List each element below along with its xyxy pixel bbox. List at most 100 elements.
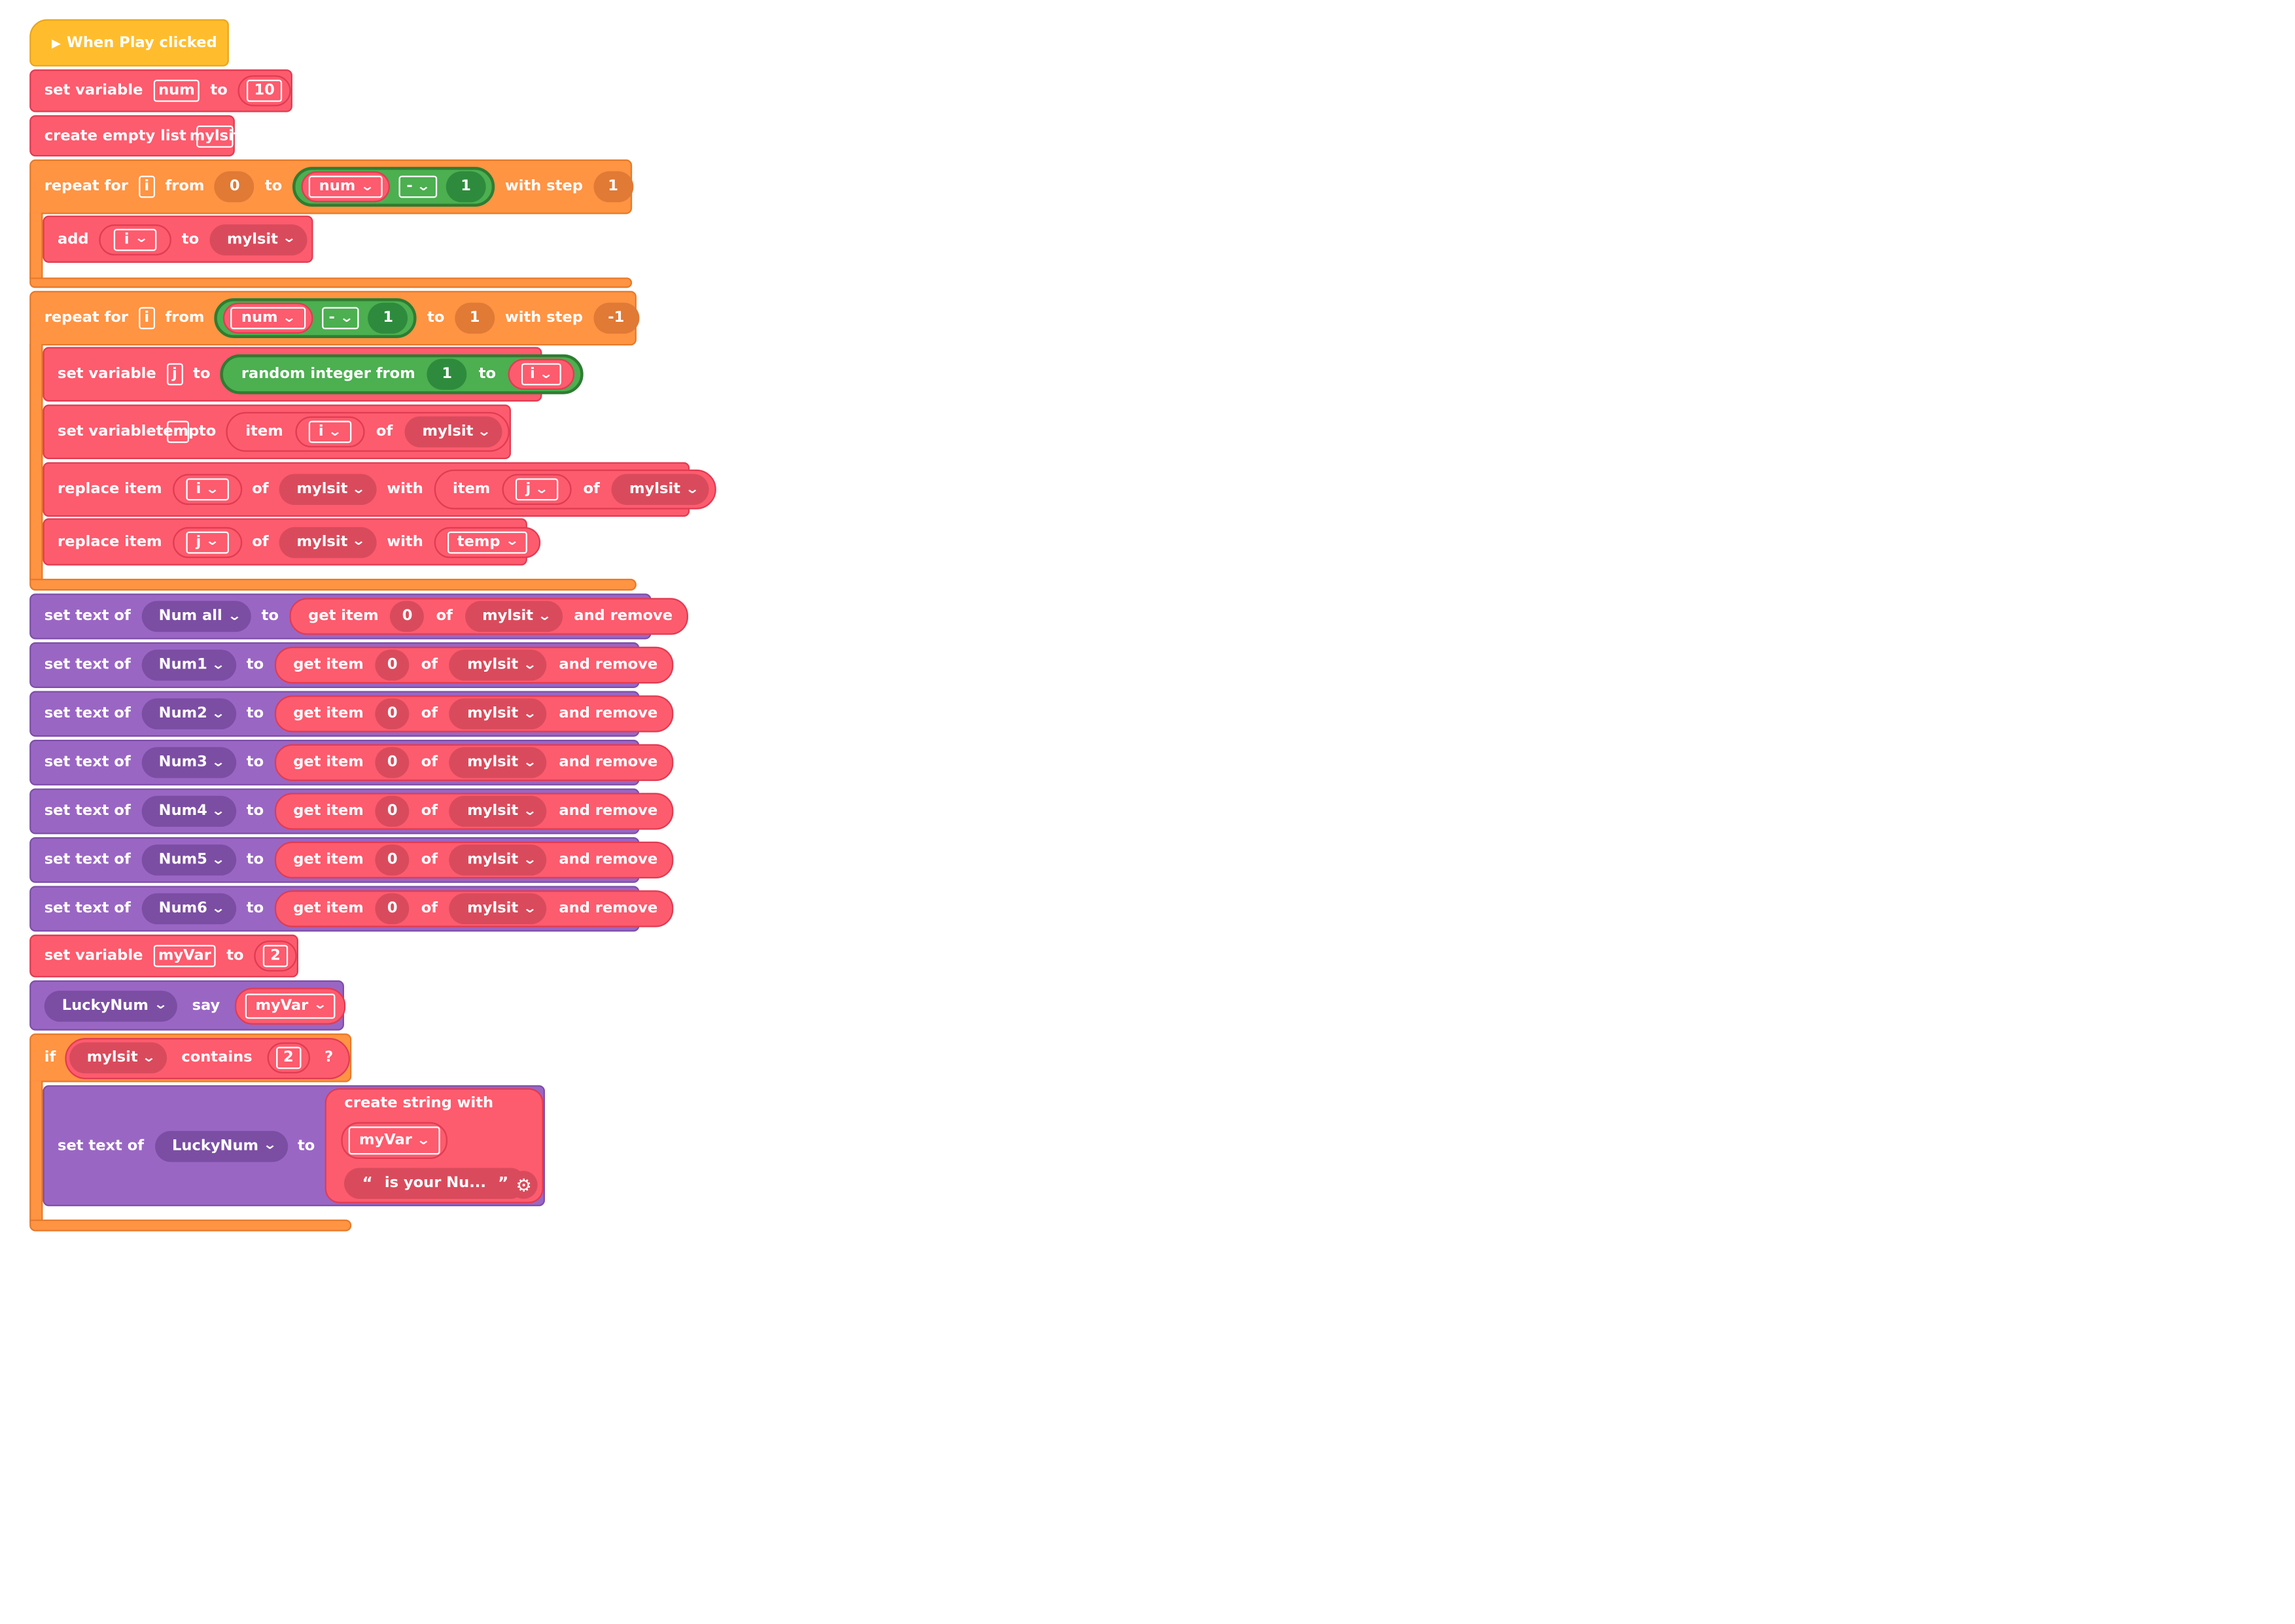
number-field[interactable]: 1 bbox=[446, 171, 486, 203]
list-item-block[interactable]: item j⌄ of mylsit⌄ bbox=[433, 469, 717, 510]
set-text-num2-block[interactable]: set text of Num2⌄ to get item 0 of mylsi… bbox=[29, 691, 674, 737]
list-dropdown[interactable]: mylsit⌄ bbox=[449, 844, 548, 876]
list-item-block[interactable]: item i⌄ of mylsit⌄ bbox=[226, 411, 510, 452]
variable-dropdown[interactable]: j⌄ bbox=[515, 478, 559, 501]
loop-variable-field[interactable]: i bbox=[138, 175, 155, 198]
variable-dropdown[interactable]: num⌄ bbox=[308, 175, 383, 198]
get-item-remove-block[interactable]: get item 0 of mylsit⌄ and remove bbox=[273, 890, 674, 927]
variable-getter[interactable]: num⌄ bbox=[223, 302, 313, 334]
index-number-field[interactable]: 0 bbox=[375, 795, 410, 827]
list-dropdown[interactable]: mylsit⌄ bbox=[69, 1042, 167, 1074]
list-dropdown[interactable]: mylsit⌄ bbox=[279, 526, 377, 558]
variable-dropdown[interactable]: temp⌄ bbox=[446, 530, 528, 553]
add-item-block[interactable]: add i⌄ to mylsit⌄ bbox=[43, 215, 313, 263]
number-field[interactable]: 10 bbox=[247, 79, 283, 102]
component-dropdown[interactable]: Num1⌄ bbox=[141, 649, 237, 681]
variable-name-field[interactable]: temp bbox=[156, 421, 199, 443]
variable-dropdown[interactable]: i⌄ bbox=[113, 228, 157, 251]
variable-getter[interactable]: i⌄ bbox=[172, 474, 242, 506]
replace-item-block-2[interactable]: replace item j⌄ of mylsit⌄ with temp⌄ bbox=[43, 518, 541, 566]
variable-getter[interactable]: i⌄ bbox=[99, 223, 171, 255]
component-dropdown[interactable]: Num2⌄ bbox=[141, 698, 237, 730]
step-number-field[interactable]: -1 bbox=[593, 302, 639, 334]
lucky-say-block[interactable]: LuckyNum⌄ say myVar⌄ bbox=[29, 980, 346, 1031]
text-literal-field[interactable]: “ is your Nu... ” bbox=[344, 1167, 527, 1200]
index-number-field[interactable]: 0 bbox=[375, 747, 410, 778]
variable-getter[interactable]: i⌄ bbox=[508, 358, 574, 390]
component-dropdown[interactable]: Num4⌄ bbox=[141, 795, 237, 827]
number-field[interactable]: 2 bbox=[275, 1046, 302, 1069]
variable-name-field[interactable]: num bbox=[153, 79, 200, 102]
list-dropdown[interactable]: mylsit⌄ bbox=[449, 698, 548, 730]
repeat-for-block-1[interactable]: repeat for i from 0 to num⌄ -⌄ 1 with st… bbox=[29, 159, 633, 215]
component-dropdown[interactable]: LuckyNum⌄ bbox=[44, 990, 177, 1021]
list-dropdown[interactable]: mylsit⌄ bbox=[449, 893, 548, 925]
list-dropdown[interactable]: mylsit⌄ bbox=[404, 416, 502, 447]
variable-dropdown[interactable]: j⌄ bbox=[185, 530, 229, 553]
variable-getter[interactable]: i⌄ bbox=[294, 416, 364, 447]
variable-getter[interactable]: myVar⌄ bbox=[341, 1122, 447, 1160]
get-item-remove-block[interactable]: get item 0 of mylsit⌄ and remove bbox=[273, 793, 674, 830]
get-item-remove-block[interactable]: get item 0 of mylsit⌄ and remove bbox=[273, 646, 674, 684]
step-number-field[interactable]: 1 bbox=[593, 171, 633, 203]
list-dropdown[interactable]: mylsit⌄ bbox=[449, 795, 548, 827]
number-field[interactable]: 1 bbox=[427, 358, 467, 390]
number-field[interactable]: 1 bbox=[368, 302, 408, 334]
set-variable-num-block[interactable]: set variable num to 10 bbox=[29, 69, 292, 112]
list-dropdown[interactable]: mylsit⌄ bbox=[449, 747, 548, 778]
set-variable-j-block[interactable]: set variable j to random integer from 1 … bbox=[43, 347, 584, 402]
variable-dropdown[interactable]: i⌄ bbox=[308, 421, 351, 443]
index-number-field[interactable]: 0 bbox=[390, 600, 425, 632]
component-dropdown[interactable]: Num3⌄ bbox=[141, 747, 237, 778]
operator-dropdown[interactable]: -⌄ bbox=[321, 307, 360, 330]
when-play-clicked-block[interactable]: ▶ When Play clicked bbox=[29, 19, 229, 67]
to-number-field[interactable]: 1 bbox=[455, 302, 495, 334]
get-item-remove-block[interactable]: get item 0 of mylsit⌄ and remove bbox=[273, 744, 674, 782]
set-variable-myvar-block[interactable]: set variable myVar to 2 bbox=[29, 934, 298, 978]
component-dropdown[interactable]: Num5⌄ bbox=[141, 844, 237, 876]
variable-dropdown[interactable]: i⌄ bbox=[185, 478, 229, 501]
variable-getter[interactable]: myVar⌄ bbox=[234, 987, 346, 1024]
loop-variable-field[interactable]: i bbox=[138, 307, 155, 330]
set-text-num6-block[interactable]: set text of Num6⌄ to get item 0 of mylsi… bbox=[29, 886, 674, 932]
get-item-remove-block[interactable]: get item 0 of mylsit⌄ and remove bbox=[273, 841, 674, 879]
set-text-luckynum-block[interactable]: set text of LuckyNum⌄ to create string w… bbox=[43, 1085, 545, 1207]
repeat-for-block-2[interactable]: repeat for i from num⌄ -⌄ 1 to 1 with st… bbox=[29, 290, 639, 346]
index-number-field[interactable]: 0 bbox=[375, 893, 410, 925]
set-text-num3-block[interactable]: set text of Num3⌄ to get item 0 of mylsi… bbox=[29, 739, 674, 786]
gear-icon[interactable]: ⚙ bbox=[510, 1171, 538, 1200]
number-field[interactable]: 2 bbox=[262, 944, 289, 967]
operator-dropdown[interactable]: -⌄ bbox=[399, 175, 438, 198]
set-text-num4-block[interactable]: set text of Num4⌄ to get item 0 of mylsi… bbox=[29, 788, 674, 835]
variable-name-field[interactable]: myVar bbox=[153, 944, 217, 967]
variable-getter[interactable]: j⌄ bbox=[172, 526, 242, 558]
variable-getter[interactable]: temp⌄ bbox=[433, 526, 541, 558]
variable-dropdown[interactable]: num⌄ bbox=[231, 307, 306, 330]
index-number-field[interactable]: 0 bbox=[375, 649, 410, 681]
variable-getter[interactable]: num⌄ bbox=[301, 171, 391, 203]
replace-item-block-1[interactable]: replace item i⌄ of mylsit⌄ with item j⌄ … bbox=[43, 462, 717, 517]
set-text-num1-block[interactable]: set text of Num1⌄ to get item 0 of mylsi… bbox=[29, 642, 674, 688]
math-operation-block[interactable]: num⌄ -⌄ 1 bbox=[292, 167, 495, 207]
list-dropdown[interactable]: mylsit⌄ bbox=[464, 600, 563, 632]
component-dropdown[interactable]: LuckyNum⌄ bbox=[154, 1130, 288, 1162]
from-number-field[interactable]: 0 bbox=[215, 171, 255, 203]
create-empty-list-block[interactable]: create empty list mylsit bbox=[29, 115, 241, 157]
variable-dropdown[interactable]: i⌄ bbox=[521, 363, 561, 386]
variable-name-field[interactable]: j bbox=[166, 363, 183, 386]
if-block[interactable]: if mylsit⌄ contains 2 ? bbox=[29, 1033, 352, 1082]
contains-block[interactable]: mylsit⌄ contains 2 ? bbox=[64, 1037, 350, 1079]
math-operation-block[interactable]: num⌄ -⌄ 1 bbox=[215, 298, 417, 338]
variable-dropdown[interactable]: myVar⌄ bbox=[349, 1126, 440, 1155]
component-dropdown[interactable]: Num6⌄ bbox=[141, 893, 237, 925]
list-dropdown[interactable]: mylsit⌄ bbox=[279, 474, 377, 506]
variable-dropdown[interactable]: myVar⌄ bbox=[245, 993, 336, 1018]
list-dropdown[interactable]: mylsit⌄ bbox=[209, 223, 307, 255]
list-dropdown[interactable]: mylsit⌄ bbox=[611, 474, 710, 506]
variable-getter[interactable]: j⌄ bbox=[502, 474, 572, 506]
list-dropdown[interactable]: mylsit⌄ bbox=[449, 649, 548, 681]
index-number-field[interactable]: 0 bbox=[375, 844, 410, 876]
set-text-num5-block[interactable]: set text of Num5⌄ to get item 0 of mylsi… bbox=[29, 837, 674, 883]
get-item-remove-block[interactable]: get item 0 of mylsit⌄ and remove bbox=[289, 598, 689, 635]
